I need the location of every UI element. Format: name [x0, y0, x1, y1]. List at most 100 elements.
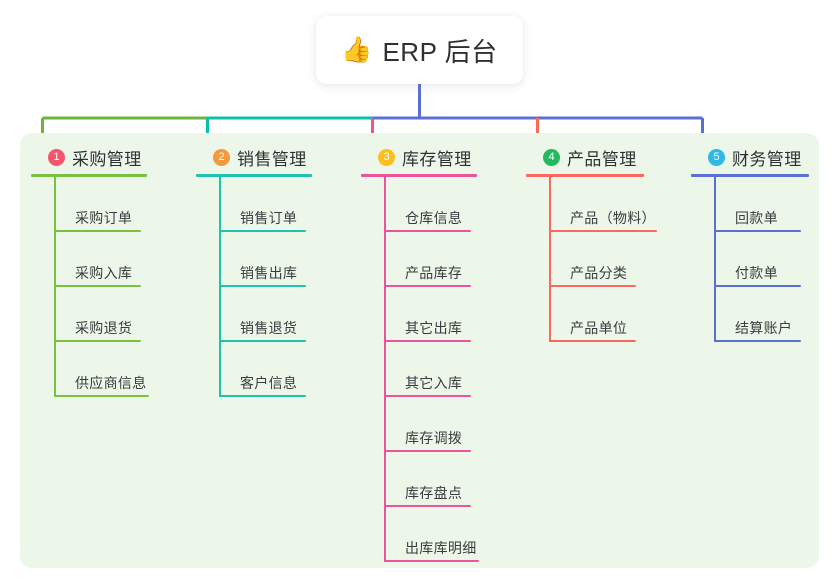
menu-item-label: 采购退货 — [75, 320, 133, 336]
menu-item-rule — [384, 560, 479, 562]
menu-item[interactable]: 产品单位 — [549, 287, 691, 342]
thumbs-up-icon: 👍 — [341, 35, 373, 64]
root-node-title: ERP 后台 — [382, 36, 498, 67]
menu-item[interactable]: 仓库信息 — [384, 177, 526, 232]
menu-item-label: 销售出库 — [240, 265, 298, 281]
column-number-badge: 5 — [708, 148, 725, 166]
menu-item[interactable]: 库存盘点 — [384, 452, 526, 507]
column-库存管理: 3 库存管理仓库信息产品库存其它出库其它入库库存调拨库存盘点出库库明细 — [361, 144, 526, 562]
menu-item-label: 供应商信息 — [75, 375, 147, 391]
menu-item[interactable]: 回款单 — [714, 177, 839, 232]
menu-item-label: 产品（物料） — [570, 210, 656, 226]
menu-item-rule — [54, 395, 149, 397]
column-number-badge: 3 — [378, 148, 395, 166]
menu-item[interactable]: 结算账户 — [714, 287, 839, 342]
menu-item-rule — [384, 230, 471, 232]
menu-item[interactable]: 其它入库 — [384, 342, 526, 397]
root-node[interactable]: 👍 ERP 后台 — [316, 16, 523, 84]
menu-item[interactable]: 采购订单 — [54, 177, 196, 232]
column-number-badge: 1 — [48, 148, 65, 166]
column-header[interactable]: 4 产品管理 — [526, 144, 691, 170]
column-header[interactable]: 1 采购管理 — [31, 144, 196, 170]
menu-item[interactable]: 销售订单 — [219, 177, 361, 232]
column-title: 财务管理 — [732, 149, 802, 169]
column-spine — [219, 177, 221, 397]
column-title: 销售管理 — [237, 149, 307, 169]
column-header-rule — [196, 174, 312, 177]
menu-item-rule — [219, 285, 306, 287]
menu-item-label: 销售退货 — [240, 320, 298, 336]
menu-item[interactable]: 付款单 — [714, 232, 839, 287]
menu-item-rule — [714, 230, 801, 232]
column-采购管理: 1 采购管理采购订单采购入库采购退货供应商信息 — [31, 144, 196, 397]
column-header[interactable]: 5 财务管理 — [691, 144, 839, 170]
menu-item[interactable]: 销售出库 — [219, 232, 361, 287]
column-header-rule — [691, 174, 809, 177]
column-title: 产品管理 — [567, 149, 637, 169]
menu-item-rule — [54, 340, 141, 342]
menu-item-label: 付款单 — [735, 265, 778, 281]
menu-item[interactable]: 采购退货 — [54, 287, 196, 342]
menu-item[interactable]: 出库库明细 — [384, 507, 526, 562]
column-产品管理: 4 产品管理产品（物料） 产品分类产品单位 — [526, 144, 691, 342]
menu-item-label: 客户信息 — [240, 375, 298, 391]
menu-item-rule — [384, 505, 471, 507]
column-spine — [384, 177, 386, 562]
menu-item-rule — [54, 230, 141, 232]
menu-item-label: 回款单 — [735, 210, 778, 226]
column-items: 产品（物料） 产品分类产品单位 — [549, 177, 691, 342]
menu-item-label: 仓库信息 — [405, 210, 463, 226]
menu-item-label: 结算账户 — [735, 320, 793, 336]
menu-item-rule — [219, 230, 306, 232]
menu-item-label: 产品库存 — [405, 265, 463, 281]
menu-item-rule — [384, 395, 471, 397]
column-header-rule — [361, 174, 477, 177]
menu-item[interactable]: 库存调拨 — [384, 397, 526, 452]
column-items: 回款单付款单结算账户 — [714, 177, 839, 342]
menu-item-rule — [219, 340, 306, 342]
menu-item-rule — [384, 450, 471, 452]
content-panel — [20, 133, 819, 568]
column-title: 采购管理 — [72, 149, 142, 169]
menu-item[interactable]: 产品分类 — [549, 232, 691, 287]
menu-item-rule — [54, 285, 141, 287]
column-header[interactable]: 3 库存管理 — [361, 144, 526, 170]
column-header-rule — [31, 174, 147, 177]
column-title: 库存管理 — [402, 149, 472, 169]
column-header-rule — [526, 174, 644, 177]
menu-item-label: 销售订单 — [240, 210, 298, 226]
menu-item-rule — [714, 285, 801, 287]
menu-item-rule — [549, 230, 657, 232]
column-items: 采购订单采购入库采购退货供应商信息 — [54, 177, 196, 397]
menu-item-label: 采购订单 — [75, 210, 133, 226]
menu-item-label: 产品单位 — [570, 320, 628, 336]
menu-item-label: 采购入库 — [75, 265, 133, 281]
menu-item-label: 产品分类 — [570, 265, 628, 281]
menu-item[interactable]: 其它出库 — [384, 287, 526, 342]
menu-item-label: 其它入库 — [405, 375, 463, 391]
menu-item-rule — [714, 340, 801, 342]
menu-item[interactable]: 客户信息 — [219, 342, 361, 397]
menu-item-rule — [549, 340, 636, 342]
menu-item-rule — [219, 395, 306, 397]
column-spine — [54, 177, 56, 397]
column-items: 仓库信息产品库存其它出库其它入库库存调拨库存盘点出库库明细 — [384, 177, 526, 562]
menu-item-rule — [549, 285, 636, 287]
menu-item-label: 库存调拨 — [405, 430, 463, 446]
menu-item[interactable]: 产品（物料） — [549, 177, 691, 232]
menu-item[interactable]: 产品库存 — [384, 232, 526, 287]
column-spine — [714, 177, 716, 342]
menu-item[interactable]: 供应商信息 — [54, 342, 196, 397]
column-财务管理: 5 财务管理回款单付款单结算账户 — [691, 144, 839, 342]
column-spine — [549, 177, 551, 342]
menu-item-label: 出库库明细 — [405, 540, 477, 556]
menu-item[interactable]: 销售退货 — [219, 287, 361, 342]
menu-item[interactable]: 采购入库 — [54, 232, 196, 287]
column-items: 销售订单销售出库销售退货客户信息 — [219, 177, 361, 397]
column-number-badge: 4 — [543, 148, 560, 166]
menu-item-label: 库存盘点 — [405, 485, 463, 501]
menu-item-label: 其它出库 — [405, 320, 463, 336]
